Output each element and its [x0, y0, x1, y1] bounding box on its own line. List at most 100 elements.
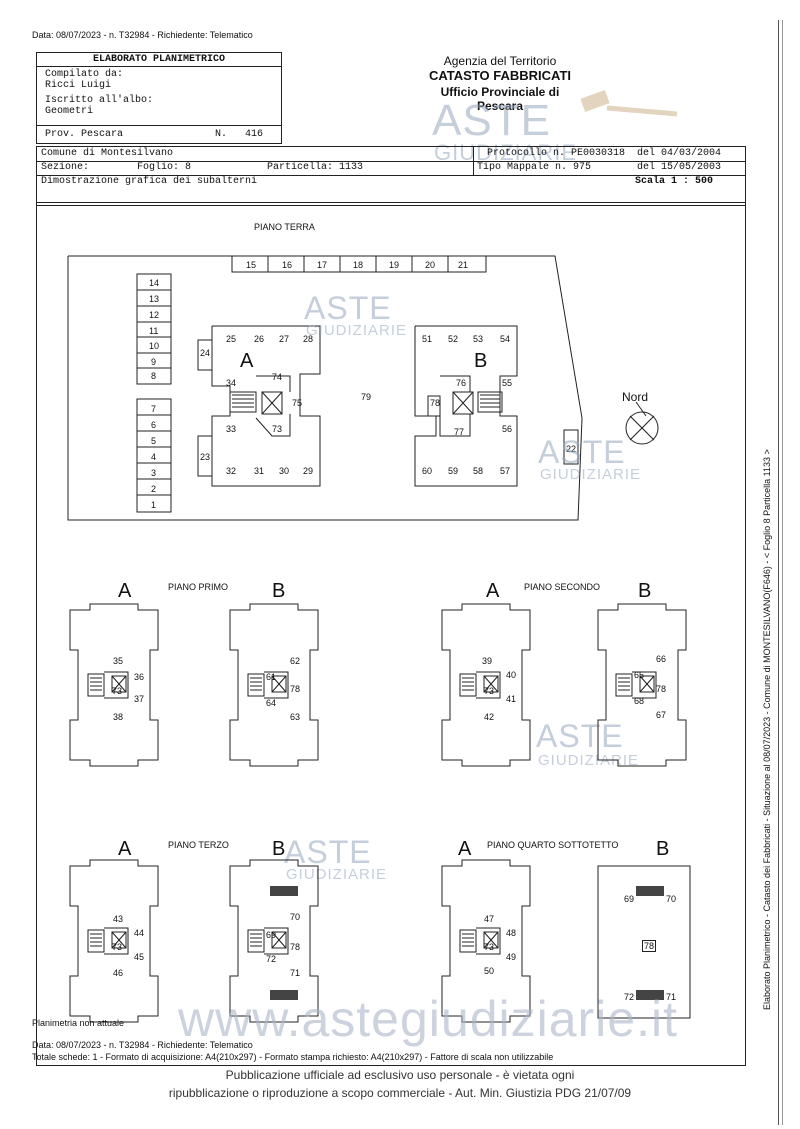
compilato-value: Ricci Luigi — [45, 80, 112, 91]
sub-59: 59 — [448, 466, 459, 476]
secondo-a-42: 42 — [484, 712, 495, 722]
sub-75: 75 — [292, 398, 303, 408]
sub-8: 8 — [151, 371, 157, 381]
terzo-a-45: 45 — [134, 952, 145, 962]
agency-line1: Agenzia del Territorio — [443, 54, 557, 68]
scala: Scala 1 : 500 — [635, 176, 714, 187]
sub-13: 13 — [149, 294, 160, 304]
sub-56: 56 — [502, 424, 513, 434]
sub-22: 22 — [566, 444, 577, 454]
quarto-a-73: 73 — [484, 942, 495, 952]
sub-55: 55 — [502, 378, 513, 388]
primo-b-78: 78 — [290, 684, 301, 694]
watermark-giudiziarie-4: GIUDIZIARIE — [286, 866, 388, 883]
sub-1: 1 — [151, 500, 157, 510]
page-edge-line-2 — [782, 20, 783, 1125]
watermark-site: www.astegiudiziarie.it — [178, 991, 678, 1047]
header-line: Data: 08/07/2023 - n. T32984 - Richieden… — [32, 30, 253, 40]
sub-32: 32 — [226, 466, 237, 476]
quarto-a-47: 47 — [484, 914, 495, 924]
primo-b-61: 61 — [266, 672, 277, 682]
secondo-b-label: B — [638, 580, 652, 602]
sub-15: 15 — [246, 260, 257, 270]
iscritto-label: Iscritto all'albo: — [45, 95, 154, 106]
particella: Particella: 1133 — [267, 162, 364, 173]
protocollo: Protocollo n. PE0030318 — [487, 148, 626, 159]
terzo-b-78: 78 — [290, 942, 301, 952]
watermark-aste-1: ASTE — [304, 290, 392, 326]
sub-25: 25 — [226, 334, 237, 344]
primo-a-35: 35 — [113, 656, 124, 666]
secondo-b-65: 65 — [634, 670, 645, 680]
agency-line2: CATASTO FABBRICATI — [428, 68, 572, 83]
compilato-label: Compilato da: — [45, 69, 124, 80]
sub-77: 77 — [454, 427, 465, 437]
quarto-b-72: 72 — [624, 992, 635, 1002]
sub-28: 28 — [303, 334, 314, 344]
watermark-giudiziarie-2: GIUDIZIARIE — [540, 466, 642, 483]
quarto-b-69: 69 — [624, 894, 635, 904]
primo-a-label: A — [118, 580, 132, 602]
piano-primo-label: PIANO PRIMO — [168, 582, 229, 592]
terzo-b-72: 72 — [266, 954, 277, 964]
secondo-b-68: 68 — [634, 696, 645, 706]
sub-16: 16 — [282, 260, 293, 270]
sub-5: 5 — [151, 436, 157, 446]
sub-12: 12 — [149, 310, 160, 320]
primo-b-64: 64 — [266, 698, 277, 708]
terzo-a-label: A — [118, 838, 132, 860]
terzo-a-73: 73 — [112, 942, 123, 952]
secondo-a-73: 73 — [484, 686, 495, 696]
pub-line2: ripubblicazione o riproduzione a scopo c… — [168, 1086, 632, 1100]
watermark-aste-3: ASTE — [536, 718, 624, 754]
sub-54: 54 — [500, 334, 511, 344]
sub-27: 27 — [279, 334, 290, 344]
watermark-aste-header: ASTE — [432, 96, 551, 145]
pub-line1: Pubblicazione ufficiale ad esclusivo uso… — [225, 1068, 575, 1082]
sub-60: 60 — [422, 466, 433, 476]
secondo-a-40: 40 — [506, 670, 517, 680]
quarto-a-50: 50 — [484, 966, 495, 976]
sub-19: 19 — [389, 260, 400, 270]
sub-24: 24 — [200, 348, 211, 358]
quarto-a-label: A — [458, 838, 472, 860]
protocollo-date: del 04/03/2004 — [637, 148, 722, 159]
sub-53: 53 — [473, 334, 484, 344]
watermark-giudiziarie-3: GIUDIZIARIE — [538, 752, 640, 769]
prov-label: Prov. Pescara — [45, 129, 124, 140]
info-box: Comune di Montesilvano Protocollo n. PE0… — [36, 146, 746, 206]
sub-6: 6 — [151, 420, 157, 430]
terzo-a-43: 43 — [113, 914, 124, 924]
sub-9: 9 — [151, 357, 157, 367]
agency-line3: Ufficio Provinciale di — [440, 85, 560, 99]
primo-b-62: 62 — [290, 656, 301, 666]
piano-quarto-label: PIANO QUARTO SOTTOTETTO — [487, 840, 619, 850]
iscritto-value: Geometri — [45, 106, 94, 117]
terzo-b-70: 70 — [290, 912, 301, 922]
sub-14: 14 — [149, 278, 160, 288]
footer-line2: Totale schede: 1 - Formato di acquisizio… — [32, 1052, 554, 1062]
secondo-a-39: 39 — [482, 656, 493, 666]
tipo-mappale: Tipo Mappale n. 975 — [477, 162, 592, 173]
sub-58: 58 — [473, 466, 484, 476]
sub-26: 26 — [254, 334, 265, 344]
gavel-icon — [580, 89, 678, 117]
sub-57: 57 — [500, 466, 511, 476]
sub-4: 4 — [151, 452, 157, 462]
secondo-a-41: 41 — [506, 694, 517, 704]
comune: Comune di Montesilvano — [41, 148, 174, 159]
dimostrazione: Dimostrazione grafica dei subalterni — [41, 176, 258, 187]
sub-51: 51 — [422, 334, 433, 344]
sub-34: 34 — [226, 378, 237, 388]
quarto-b-78: 78 — [642, 940, 657, 952]
secondo-b-66: 66 — [656, 654, 667, 664]
building-a-label: A — [240, 350, 254, 372]
n-label: N. — [215, 129, 228, 140]
sub-20: 20 — [425, 260, 436, 270]
sub-7: 7 — [151, 404, 157, 414]
sub-17: 17 — [317, 260, 328, 270]
drawing-frame — [36, 202, 746, 1066]
sub-76: 76 — [456, 378, 467, 388]
